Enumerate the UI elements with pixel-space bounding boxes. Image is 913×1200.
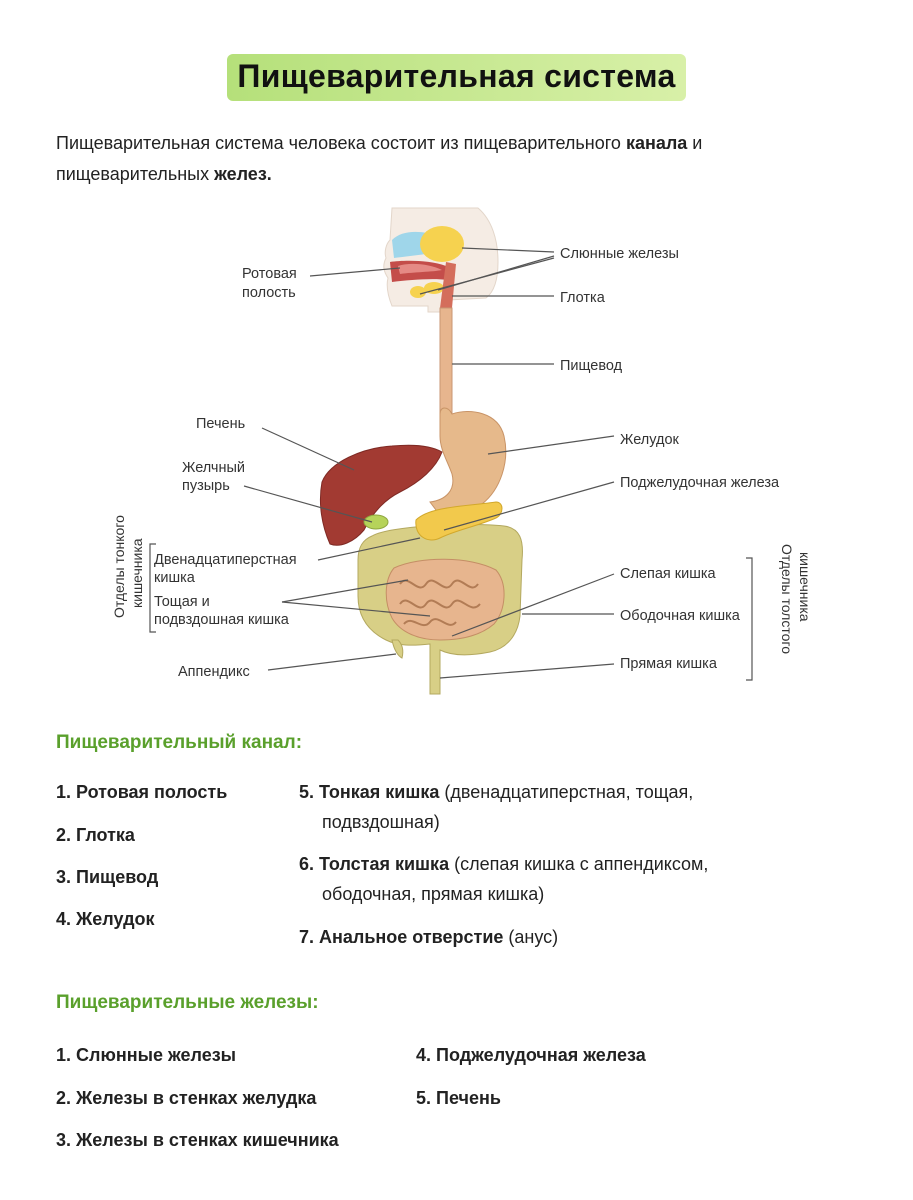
canal-item-1-num: 1. xyxy=(56,782,72,802)
intro-bold-glands: желез. xyxy=(214,164,272,184)
canal-item-6: 6. Толстая кишка (слепая кишка с аппенди… xyxy=(299,849,819,909)
intro-paragraph: Пищеварительная система человека состоит… xyxy=(56,128,856,190)
gland-item-5-num: 5. xyxy=(416,1088,432,1108)
intro-text-2: и пищеварительных xyxy=(56,133,703,184)
canal-item-5-rest: (двенадцатиперстная, тощая, xyxy=(439,782,694,802)
canal-item-4-num: 4. xyxy=(56,909,72,929)
liver-shape xyxy=(319,444,443,546)
leader-gallbladder xyxy=(243,485,373,523)
small-intestine-shape xyxy=(385,558,505,641)
gland-item-4-num: 4. xyxy=(416,1045,432,1065)
leader-appendix xyxy=(267,653,397,671)
label-pharynx: Глотка xyxy=(560,290,606,306)
canal-item-2-num: 2. xyxy=(56,825,72,845)
digestive-system-diagram: Слюнные железы Глотка Пищевод Ротовая по… xyxy=(111,207,813,695)
title-wrap: Пищеварительная система xyxy=(0,54,913,101)
small-intestine-loops xyxy=(399,579,481,627)
canal-item-7-rest: (анус) xyxy=(503,927,559,947)
leader-stomach xyxy=(487,435,615,455)
canal-item-3-label: Пищевод xyxy=(76,867,159,887)
canal-item-5: 5. Тонкая кишка (двенадцатиперстная, тощ… xyxy=(299,777,819,837)
canal-item-2: 2. Глотка xyxy=(56,820,135,850)
gland-item-1-num: 1. xyxy=(56,1045,72,1065)
gland-item-3-num: 3. xyxy=(56,1130,72,1150)
canal-item-4-label: Желудок xyxy=(76,909,155,929)
label-rectum: Прямая кишка xyxy=(620,656,718,672)
canal-item-1-label: Ротовая полость xyxy=(76,782,228,802)
leader-pancreas xyxy=(443,481,615,531)
label-stomach: Желудок xyxy=(620,432,680,448)
gland-item-4-label: Поджелудочная железа xyxy=(436,1045,646,1065)
gland-item-5-label: Печень xyxy=(436,1088,501,1108)
stomach-shape xyxy=(429,407,507,516)
canal-item-1: 1. Ротовая полость xyxy=(56,777,227,807)
intro-text-1: Пищеварительная система человека состоит… xyxy=(56,133,626,153)
gland-item-1-label: Слюнные железы xyxy=(76,1045,237,1065)
appendix-shape xyxy=(391,639,404,659)
parotid-gland xyxy=(420,226,464,262)
leader-liver xyxy=(261,427,355,471)
leader-salivary-1 xyxy=(461,247,555,253)
gland-item-5: 5. Печень xyxy=(416,1083,501,1113)
canal-item-6-label: Толстая кишка xyxy=(319,854,450,874)
gland-item-2: 2. Железы в стенках желудка xyxy=(56,1083,316,1113)
bracket-small-intestine xyxy=(149,543,156,633)
label-gallbladder-2: пузырь xyxy=(182,478,230,494)
pancreas-shape xyxy=(415,501,503,541)
label-colon: Ободочная кишка xyxy=(620,608,741,624)
gland-item-2-num: 2. xyxy=(56,1088,72,1108)
gland-item-1: 1. Слюнные железы xyxy=(56,1040,236,1070)
label-large-intestine-sections-2: кишечника xyxy=(797,552,813,622)
label-large-intestine-sections-1: Отделы толстого xyxy=(779,544,795,654)
gland-item-2-label: Железы в стенках желудка xyxy=(76,1088,317,1108)
canal-item-2-label: Глотка xyxy=(76,825,135,845)
leader-duodenum xyxy=(317,537,421,561)
label-duodenum-2: кишка xyxy=(154,570,196,586)
canal-item-7-label: Анальное отверстие xyxy=(319,927,504,947)
leader-jejunum-2 xyxy=(281,601,431,617)
canal-item-7: 7. Анальное отверстие (анус) xyxy=(299,922,819,952)
canal-heading: Пищеварительный канал: xyxy=(56,732,303,753)
label-liver: Печень xyxy=(196,416,245,432)
esophagus-shape xyxy=(439,307,453,419)
canal-item-3-num: 3. xyxy=(56,867,72,887)
canal-item-5-num: 5. xyxy=(299,782,315,802)
gland-item-4: 4. Поджелудочная железа xyxy=(416,1040,646,1070)
sublingual-gland xyxy=(410,286,426,298)
canal-item-6-num: 6. xyxy=(299,854,315,874)
label-small-intestine-sections-1: Отделы тонкого xyxy=(111,515,127,618)
label-appendix: Аппендикс xyxy=(178,664,250,680)
canal-item-6-rest: (слепая кишка с аппендиксом, xyxy=(449,854,709,874)
canal-item-5-label: Тонкая кишка xyxy=(319,782,440,802)
gallbladder-shape xyxy=(363,514,389,530)
leader-salivary-3 xyxy=(419,257,555,295)
canal-item-7-num: 7. xyxy=(299,927,315,947)
canal-item-4: 4. Желудок xyxy=(56,904,155,934)
gland-item-3: 3. Железы в стенках кишечника xyxy=(56,1125,339,1155)
label-jejunum-2: подвздошная кишка xyxy=(154,612,290,628)
tongue-shape xyxy=(398,263,442,274)
label-pancreas: Поджелудочная железа xyxy=(620,475,780,491)
leader-oral xyxy=(309,267,401,277)
leader-cecum xyxy=(451,573,615,637)
label-oral-cavity-1: Ротовая xyxy=(242,266,297,282)
label-salivary-glands: Слюнные железы xyxy=(560,246,679,262)
canal-item-6-rest2: ободочная, прямая кишка) xyxy=(322,884,545,904)
leader-jejunum-1 xyxy=(281,579,409,603)
canal-item-3: 3. Пищевод xyxy=(56,862,158,892)
intro-bold-canal: канала xyxy=(625,133,688,153)
label-oral-cavity-2: полость xyxy=(242,285,296,301)
bracket-large-intestine xyxy=(746,557,753,681)
label-jejunum-1: Тощая и xyxy=(154,594,210,610)
canal-item-5-rest2: подвздошная) xyxy=(322,812,440,832)
gland-item-3-label: Железы в стенках кишечника xyxy=(76,1130,339,1150)
label-cecum: Слепая кишка xyxy=(620,566,717,582)
glands-heading: Пищеварительные железы: xyxy=(56,992,319,1013)
label-esophagus: Пищевод xyxy=(560,358,623,374)
label-duodenum-1: Двенадцатиперстная xyxy=(154,552,297,568)
label-small-intestine-sections-2: кишечника xyxy=(129,538,145,608)
leader-rectum xyxy=(439,663,615,679)
label-gallbladder-1: Желчный xyxy=(182,460,245,476)
page-title: Пищеварительная система xyxy=(227,54,686,101)
